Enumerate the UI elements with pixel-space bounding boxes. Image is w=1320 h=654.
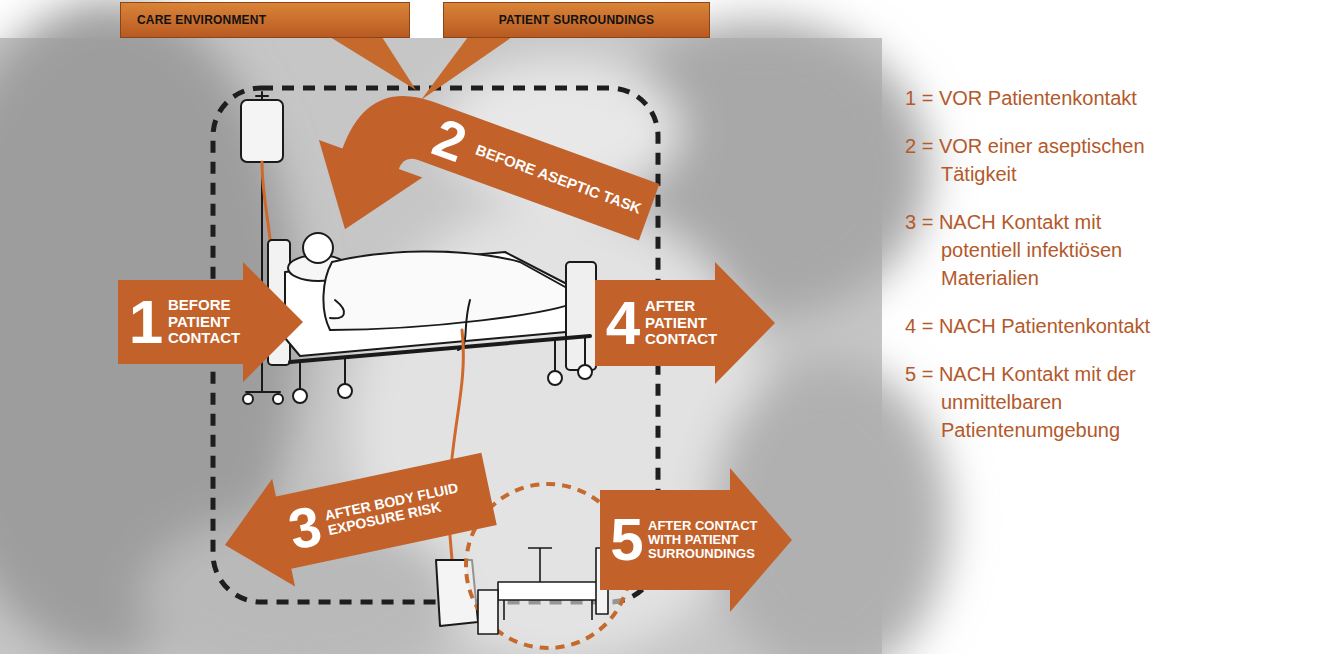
callout-tails <box>330 37 512 100</box>
iv-hook <box>256 95 268 97</box>
iv-pole-base <box>246 391 280 393</box>
moment-arrow: 4AFTER PATIENT CONTACT <box>595 262 775 384</box>
bed-footboard <box>566 262 596 370</box>
patient-head <box>303 233 333 263</box>
moment-label: BEFORE PATIENT CONTACT <box>168 297 248 347</box>
legend-list: 1 = VOR Patientenkontakt 2 = VOR einer as… <box>905 84 1175 464</box>
bed-lamp <box>528 548 552 582</box>
small-bed <box>478 548 608 634</box>
moment-number: 4 <box>601 292 645 354</box>
arrow-fill <box>600 468 792 612</box>
legend-line: 5 = NACH Kontakt mit der unmittelbaren P… <box>905 360 1175 444</box>
moment-arrow: 3AFTER BODY FLUID EXPOSURE RISK <box>214 435 501 599</box>
arrow-fill <box>595 262 775 384</box>
moment-label: AFTER PATIENT CONTACT <box>645 298 725 348</box>
bed-legs <box>300 337 585 390</box>
bed-wheel <box>338 384 352 398</box>
arrow-fill <box>118 262 303 382</box>
arrow-fill <box>214 435 501 599</box>
legend-line: 1 = VOR Patientenkontakt <box>905 84 1175 112</box>
moment-arrow: 5AFTER CONTACT WITH PATIENT SURROUNDINGS <box>600 468 792 612</box>
callout-box: PATIENT SURROUNDINGS <box>443 2 710 38</box>
background-photo <box>0 0 950 654</box>
bed-wheel <box>548 371 562 385</box>
legend-line: 2 = VOR einer aseptischen Tätigkeit <box>905 132 1175 188</box>
photo-blur <box>0 0 950 654</box>
moment-number: 1 <box>124 291 168 353</box>
callout-tail <box>330 37 416 90</box>
iv-wheel <box>273 394 283 404</box>
callout-box: CARE ENVIRONMENT <box>120 2 410 38</box>
moment-arrow: 1BEFORE PATIENT CONTACT <box>118 262 303 382</box>
iv-wheel <box>243 394 253 404</box>
legend-line: 4 = NACH Patientenkontakt <box>905 312 1175 340</box>
iv-bag <box>241 100 283 162</box>
moment-number: 5 <box>606 510 648 570</box>
callout-tail <box>421 37 512 100</box>
moment-label: AFTER CONTACT WITH PATIENT SURROUNDINGS <box>648 519 764 562</box>
bedside-table <box>478 590 498 634</box>
callout-text: PATIENT SURROUNDINGS <box>499 13 655 27</box>
small-bed-legs <box>504 600 592 620</box>
small-bed-mattress <box>498 582 598 600</box>
callout-text: CARE ENVIRONMENT <box>137 13 266 27</box>
bed-wheel <box>578 365 592 379</box>
bed-frame <box>290 336 590 362</box>
patient-arm <box>330 300 344 318</box>
blanket <box>323 251 585 330</box>
legend-line: 3 = NACH Kontakt mit potentiell infektiö… <box>905 208 1175 292</box>
bed-wheel <box>293 389 307 403</box>
